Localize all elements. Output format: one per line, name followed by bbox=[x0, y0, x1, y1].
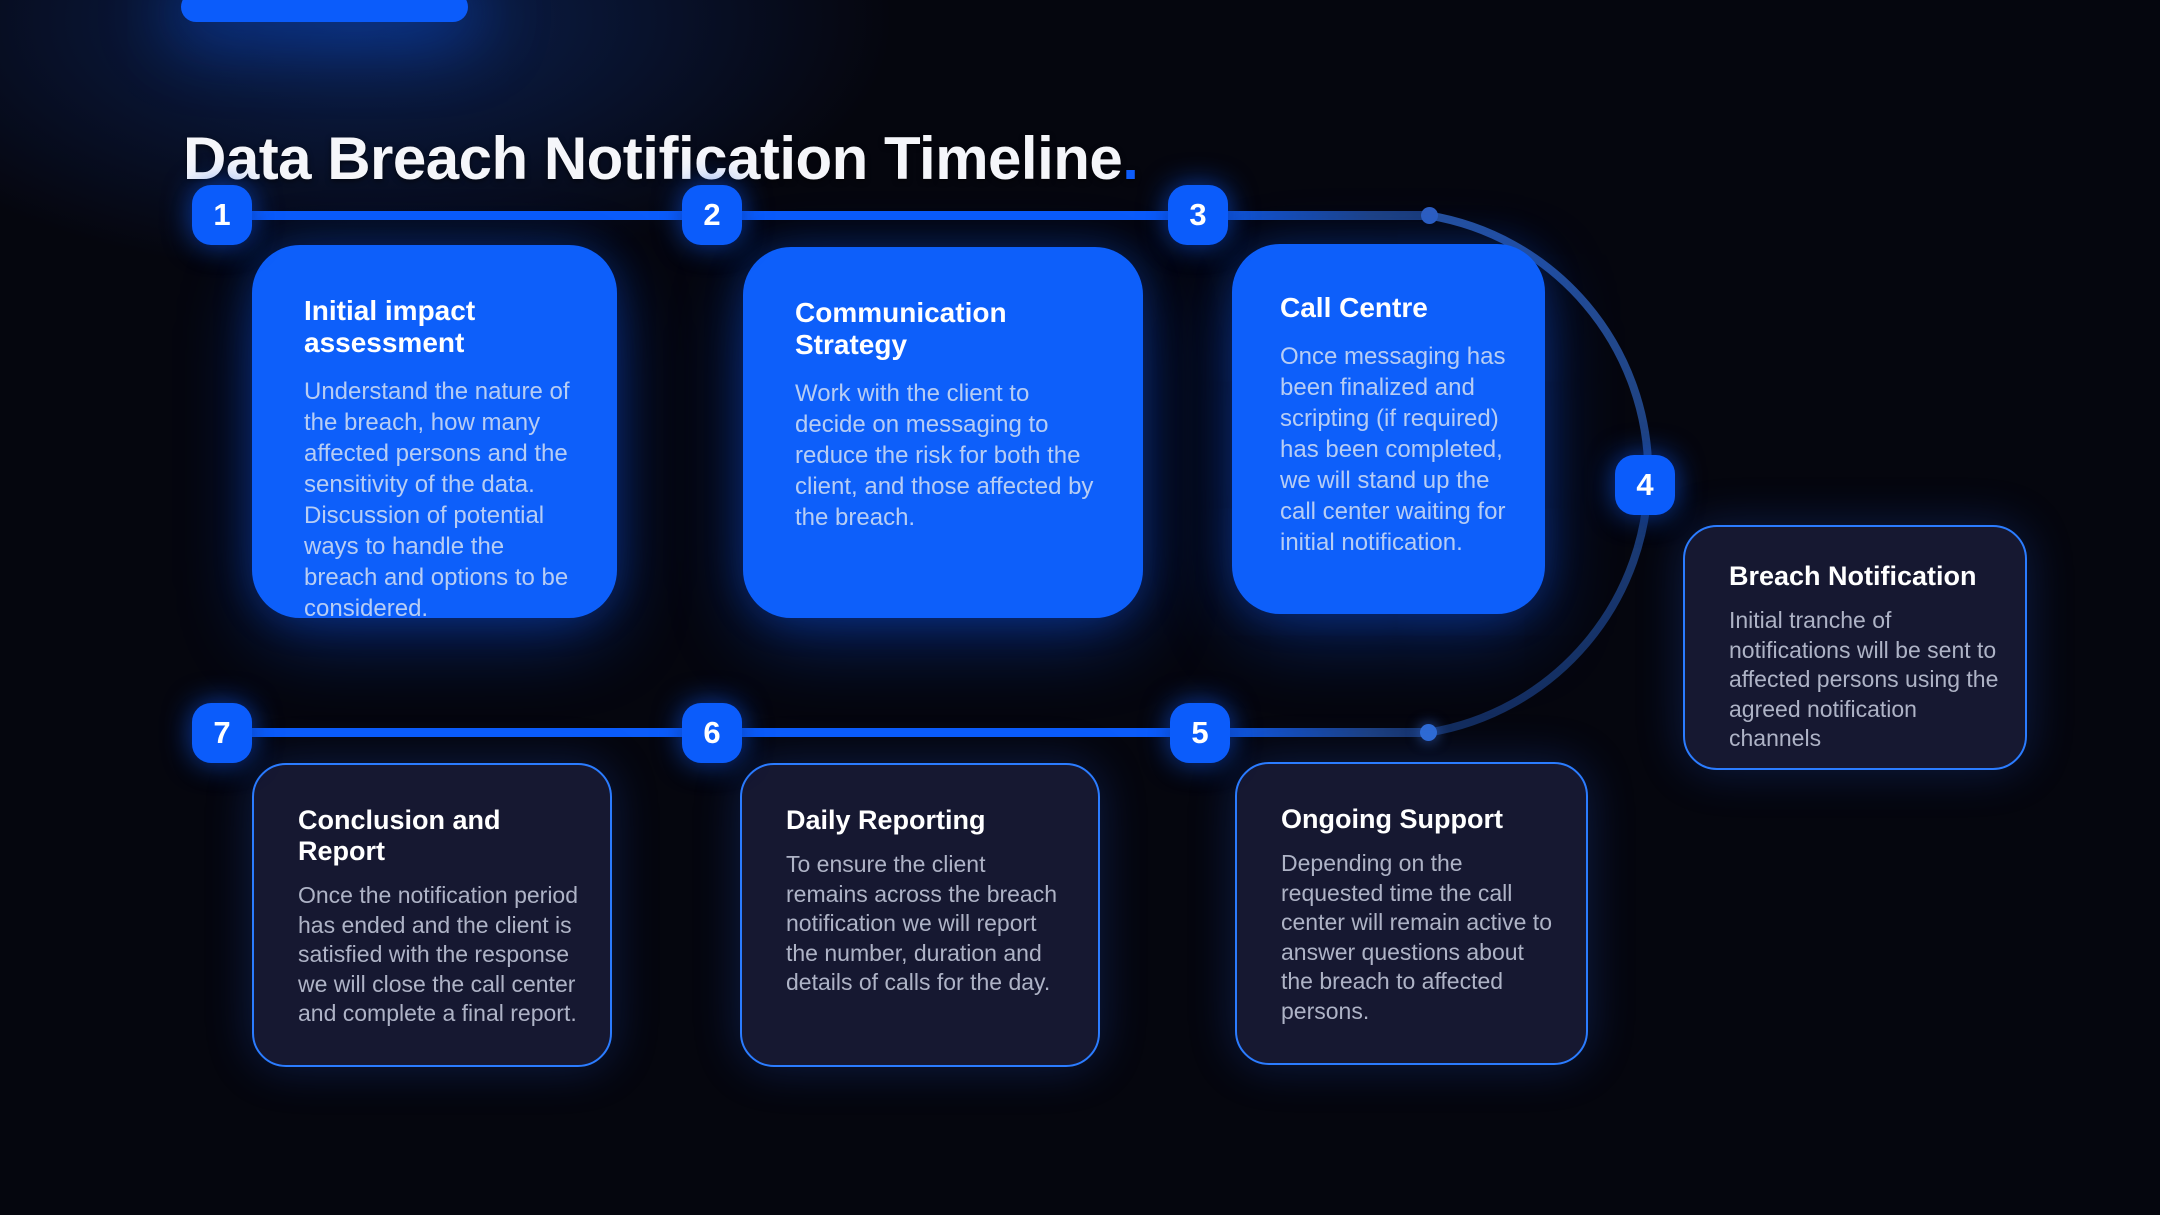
step-card-title: Communication Strategy bbox=[795, 297, 1007, 360]
step-card-conclusion-and-report: Conclusion and Report Once the notificat… bbox=[252, 763, 612, 1067]
track-end-dot-bottom bbox=[1420, 724, 1437, 741]
top-accent-bar bbox=[181, 0, 468, 22]
step-card-title: Ongoing Support bbox=[1281, 804, 1503, 834]
step-card-title: Breach Notification bbox=[1729, 561, 1977, 591]
step-number: 1 bbox=[213, 197, 231, 232]
step-number: 4 bbox=[1636, 467, 1654, 502]
step-card-body: Work with the client to decide on messag… bbox=[795, 380, 1094, 531]
step-card-body: To ensure the client remains across the … bbox=[786, 851, 1058, 995]
page-title: Data Breach Notification Timeline. bbox=[183, 124, 1139, 193]
step-badge-1: 1 bbox=[192, 185, 252, 245]
step-number: 3 bbox=[1189, 197, 1207, 232]
step-card-call-centre: Call Centre Once messaging has been fina… bbox=[1232, 244, 1545, 614]
step-card-daily-reporting: Daily Reporting To ensure the client rem… bbox=[740, 763, 1100, 1067]
timeline-track-bottom bbox=[230, 728, 1430, 737]
step-card-body: Initial tranche of notifications will be… bbox=[1729, 607, 1999, 751]
step-number: 5 bbox=[1191, 715, 1209, 750]
title-accent-dot: . bbox=[1122, 125, 1139, 193]
step-card-body: Once the notification period has ended a… bbox=[298, 882, 579, 1026]
step-badge-2: 2 bbox=[682, 185, 742, 245]
step-number: 2 bbox=[703, 197, 721, 232]
step-card-body: Once messaging has been finalized and sc… bbox=[1280, 343, 1506, 556]
page-title-text: Data Breach Notification Timeline bbox=[183, 125, 1123, 193]
step-badge-4: 4 bbox=[1615, 455, 1675, 515]
step-badge-7: 7 bbox=[192, 703, 252, 763]
step-card-title: Daily Reporting bbox=[786, 805, 986, 835]
step-badge-6: 6 bbox=[682, 703, 742, 763]
step-card-body: Depending on the requested time the call… bbox=[1281, 850, 1552, 1024]
step-badge-3: 3 bbox=[1168, 185, 1228, 245]
step-card-title: Call Centre bbox=[1280, 292, 1428, 323]
step-card-communication-strategy: Communication Strategy Work with the cli… bbox=[743, 247, 1143, 618]
step-card-title: Initial impact assessment bbox=[304, 295, 476, 358]
step-number: 6 bbox=[703, 715, 721, 750]
timeline-track-top bbox=[230, 211, 1432, 220]
step-card-ongoing-support: Ongoing Support Depending on the request… bbox=[1235, 762, 1588, 1065]
step-card-body: Understand the nature of the breach, how… bbox=[304, 378, 570, 622]
step-card-initial-impact-assessment: Initial impact assessment Understand the… bbox=[252, 245, 617, 622]
step-card-title: Conclusion and Report bbox=[298, 805, 501, 866]
step-badge-5: 5 bbox=[1170, 703, 1230, 763]
step-number: 7 bbox=[213, 715, 231, 750]
track-end-dot-top bbox=[1421, 207, 1438, 224]
step-card-breach-notification: Breach Notification Initial tranche of n… bbox=[1683, 525, 2027, 770]
